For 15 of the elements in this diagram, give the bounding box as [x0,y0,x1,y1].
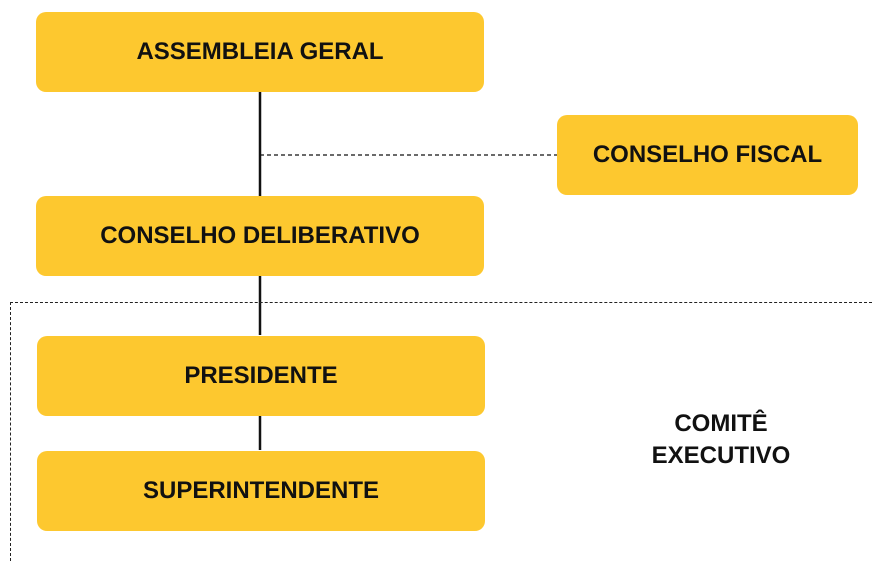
org-unit-box [37,336,485,416]
org-unit-box [36,196,484,276]
unit-title: ASSEMBLEIA GERAL [136,38,384,66]
unit-title: CONSELHO FISCAL [592,141,822,169]
connector-line [258,415,262,450]
org-unit-box [557,115,858,195]
org-unit-box [36,12,484,92]
connector-line [258,276,262,335]
unit-title: CONSELHO DELIBERATIVO [100,222,420,250]
unit-title: SUPERINTENDENTE [142,477,380,505]
org-unit-box [37,451,485,531]
connector-line [258,92,262,196]
dashed-group-boundary [10,302,872,561]
group-label: COMITÊ EXECUTIVO [650,408,792,471]
unit-title: PRESIDENTE [184,362,338,390]
